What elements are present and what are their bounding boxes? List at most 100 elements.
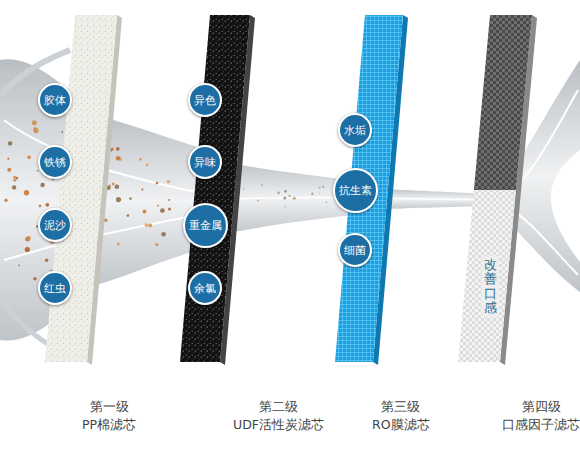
impurity-particle	[167, 180, 170, 183]
bubble-label: 异味	[194, 157, 216, 168]
filter-cartridge-shape	[310, 0, 428, 450]
filter-face	[474, 15, 532, 190]
impurity-particle	[161, 232, 166, 237]
filter-cartridge-shape	[433, 0, 557, 450]
filter-caption: 第四级 口感因子滤芯	[502, 398, 580, 434]
bubble-label: 重金属	[189, 220, 222, 231]
fine-particle	[322, 186, 324, 188]
impurity-particle	[27, 236, 31, 240]
filter-face	[45, 15, 117, 362]
impurity-particle	[143, 210, 147, 214]
bubble-label: 红虫	[44, 283, 66, 294]
filter-face	[180, 15, 250, 362]
fine-particle	[289, 195, 291, 197]
contaminant-bubble: 余氯	[188, 271, 222, 305]
filter-caption: 第二级 UDF活性炭滤芯	[233, 398, 324, 434]
filter-panel: 第四级 口感因子滤芯改善口感	[433, 0, 557, 450]
contaminant-bubble: 异色	[188, 83, 222, 117]
impurity-particle	[37, 170, 39, 172]
fine-particle	[289, 195, 291, 197]
impurity-particle	[13, 178, 16, 181]
fine-particle	[284, 206, 285, 207]
filter-panel: 第三级 RO膜滤芯 水垢抗生素细菌	[310, 0, 428, 450]
filter-panel: 第一级 PP棉滤芯 胶体铁锈泥沙红虫	[20, 0, 142, 450]
fine-particle	[319, 192, 320, 193]
impurity-particle	[127, 214, 130, 217]
vertical-label: 改善口感	[482, 256, 499, 317]
impurity-particle	[157, 205, 159, 207]
impurity-particle	[33, 128, 38, 133]
impurity-particle	[24, 190, 29, 195]
filter-face	[458, 190, 516, 362]
bubble-label: 异色	[194, 95, 216, 106]
impurity-particle	[111, 148, 114, 151]
impurity-particle	[160, 208, 165, 213]
impurity-particle	[141, 189, 143, 191]
impurity-particle	[146, 163, 149, 166]
impurity-particle	[8, 141, 12, 145]
fine-particle	[261, 184, 263, 186]
contaminant-bubble: 抗生素	[333, 168, 378, 213]
impurity-particle	[45, 259, 48, 262]
impurity-particle	[148, 224, 152, 228]
impurity-particle	[129, 197, 132, 200]
impurity-particle	[61, 131, 63, 133]
filter-face	[335, 15, 403, 362]
impurity-particle	[7, 158, 9, 160]
contaminant-bubble: 异味	[188, 145, 222, 179]
contaminant-bubble: 胶体	[38, 83, 72, 117]
contaminant-bubble: 水垢	[338, 113, 372, 147]
bubble-label: 铁锈	[44, 157, 66, 168]
impurity-particle	[117, 243, 120, 246]
impurity-particle	[32, 120, 37, 125]
impurity-particle	[112, 183, 115, 186]
fine-particle	[311, 193, 314, 196]
impurity-particle	[4, 199, 7, 202]
fine-particle	[257, 199, 259, 201]
fine-particle	[284, 190, 287, 193]
impurity-particle	[168, 199, 170, 201]
impurity-particle	[156, 182, 159, 185]
impurity-particle	[139, 158, 141, 160]
impurity-particle	[33, 277, 36, 280]
filter-panel: 第二级 UDF活性炭滤芯异色异味重金属余氯	[155, 0, 275, 450]
bubble-label: 水垢	[344, 125, 366, 136]
bubble-label: 胶体	[44, 95, 66, 106]
impurity-particle	[13, 176, 16, 179]
bubble-label: 抗生素	[339, 185, 372, 196]
fine-particle	[326, 202, 328, 204]
bubble-label: 细菌	[344, 245, 366, 256]
contaminant-bubble: 重金属	[183, 203, 228, 248]
impurity-particle	[109, 185, 111, 187]
impurity-particle	[110, 150, 112, 152]
impurity-particle	[145, 223, 149, 227]
impurity-particle	[116, 197, 121, 202]
contaminant-bubble: 红虫	[38, 271, 72, 305]
contaminant-bubble: 泥沙	[38, 208, 72, 242]
contaminant-bubble: 细菌	[338, 233, 372, 267]
impurity-particle	[34, 127, 36, 129]
impurity-particle	[168, 208, 171, 211]
impurity-particle	[39, 205, 42, 208]
impurity-particle	[155, 243, 158, 246]
filter-caption: 第三级 RO膜滤芯	[372, 398, 430, 434]
filter-caption: 第一级 PP棉滤芯	[82, 398, 136, 434]
bubble-label: 泥沙	[44, 220, 66, 231]
impurity-particle	[116, 147, 120, 151]
impurity-particle	[116, 156, 120, 160]
impurity-particle	[7, 168, 11, 172]
contaminant-bubble: 铁锈	[38, 145, 72, 179]
impurity-particle	[115, 184, 120, 189]
impurity-particle	[25, 236, 30, 241]
fine-particle	[243, 188, 245, 190]
impurity-particle	[45, 203, 49, 207]
fine-particle	[277, 191, 280, 194]
impurity-particle	[12, 185, 16, 189]
impurity-particles	[4, 120, 327, 280]
fine-particle	[319, 187, 321, 189]
impurity-particle	[40, 183, 44, 187]
impurity-particle	[27, 156, 30, 159]
fine-particle	[283, 196, 286, 199]
impurity-particle	[25, 247, 30, 252]
fine-particle	[293, 197, 296, 200]
